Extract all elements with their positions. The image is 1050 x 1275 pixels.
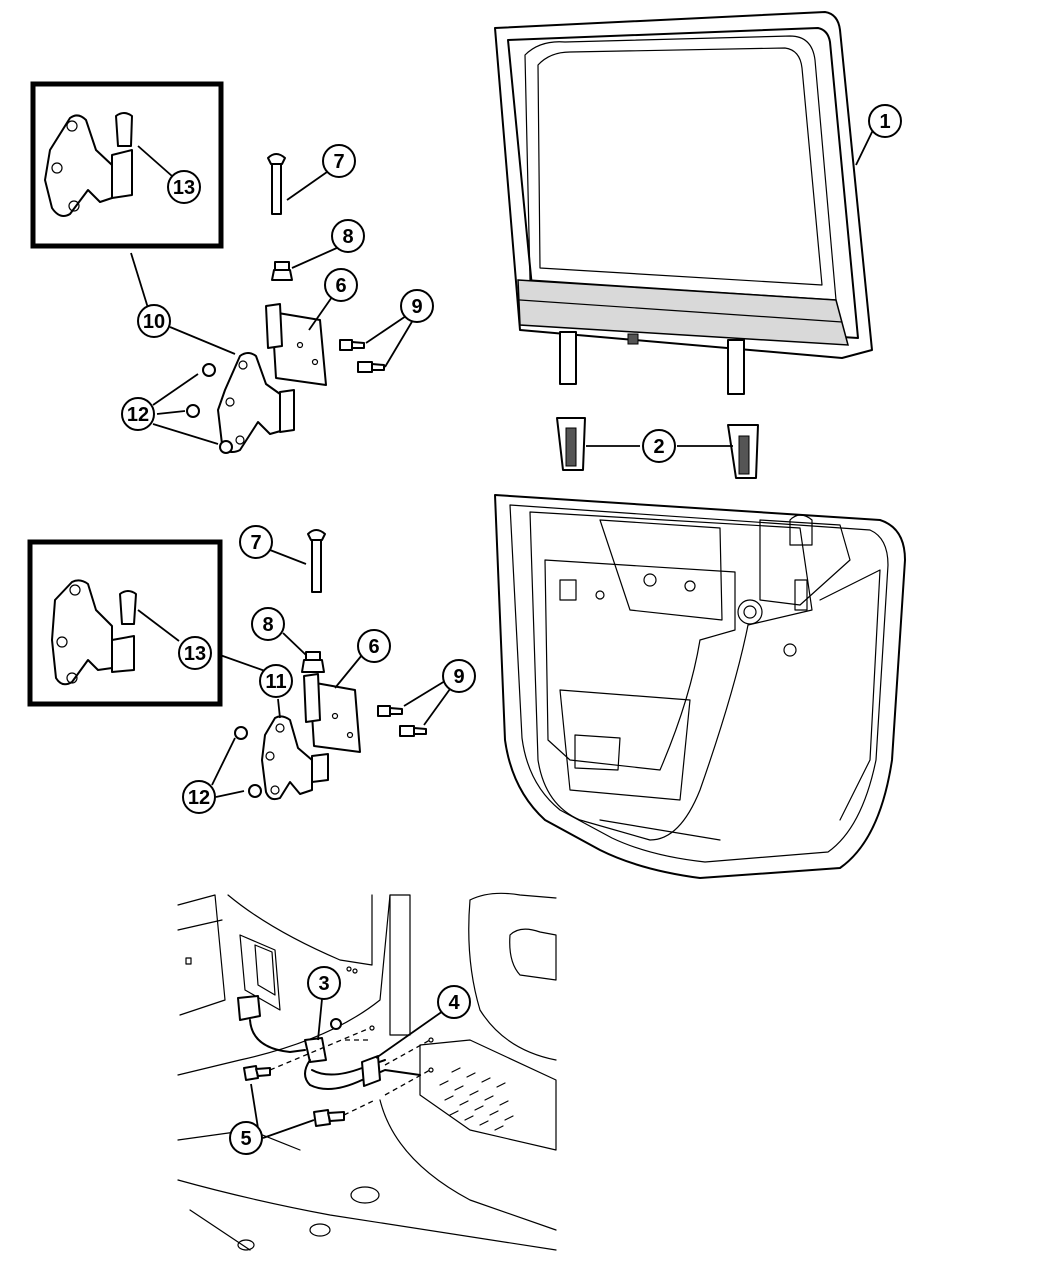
rear-door-shell: [494, 494, 906, 879]
leader-lines: [130, 129, 874, 1139]
callout-12-lower-label: 12: [188, 787, 210, 809]
callout-5-label: 5: [240, 1128, 251, 1150]
callout-7-upper: 7: [322, 144, 356, 178]
upper-hinge-inset-box: [30, 81, 224, 249]
callout-4-label: 4: [448, 992, 460, 1014]
callout-3-label: 3: [318, 973, 329, 995]
callout-2-label: 2: [653, 436, 664, 458]
upper-body-bolts: [186, 363, 233, 454]
callout-11: 11: [259, 664, 293, 698]
guide-sleeves: [556, 417, 759, 479]
lower-door-bracket: [303, 673, 361, 753]
lower-bracket-bolts: [377, 705, 427, 737]
callout-5: 5: [229, 1121, 263, 1155]
callout-6-upper: 6: [324, 268, 358, 302]
diamond-plate-pattern: [439, 1067, 514, 1131]
callout-13-lower: 13: [178, 636, 212, 670]
callout-7-lower: 7: [239, 525, 273, 559]
callout-12-upper-label: 12: [127, 404, 149, 426]
upper-door-bracket: [265, 303, 327, 386]
callout-2: 2: [642, 429, 676, 463]
callout-12-upper: 12: [121, 397, 155, 431]
callout-9-lower: 9: [442, 659, 476, 693]
lower-nut: [301, 651, 325, 673]
callout-13-upper-label: 13: [173, 177, 195, 199]
callout-7-upper-label: 7: [333, 151, 344, 173]
callout-6-lower-label: 6: [368, 636, 379, 658]
window-frame-assembly: [494, 11, 873, 395]
callout-8-upper-label: 8: [342, 226, 353, 248]
upper-inset-hinge: [44, 112, 133, 217]
upper-nut: [271, 261, 293, 281]
callout-4: 4: [437, 985, 471, 1019]
lower-body-bolts: [234, 726, 262, 798]
upper-bracket-bolts: [339, 339, 385, 373]
lower-inset-hinge: [51, 579, 137, 686]
callout-7-lower-label: 7: [250, 532, 261, 554]
callout-9-upper: 9: [400, 289, 434, 323]
lower-hinge-inset-box: [27, 539, 223, 707]
callout-1: 1: [868, 104, 902, 138]
check-strap-detail-view: [177, 892, 557, 1251]
callout-3: 3: [307, 966, 341, 1000]
callout-6-lower: 6: [357, 629, 391, 663]
callout-8-lower: 8: [251, 607, 285, 641]
lower-body-hinge: [261, 715, 329, 801]
callout-9-lower-label: 9: [453, 666, 464, 688]
callout-9-upper-label: 9: [411, 296, 422, 318]
callout-8-lower-label: 8: [262, 614, 273, 636]
upper-hinge-pin: [267, 153, 286, 215]
callout-10-label: 10: [143, 311, 165, 333]
callout-12-lower: 12: [182, 780, 216, 814]
lower-hinge-pin: [307, 529, 326, 593]
callout-11-label: 11: [265, 671, 286, 693]
callout-8-upper: 8: [331, 219, 365, 253]
callout-6-upper-label: 6: [335, 275, 346, 297]
callout-1-label: 1: [879, 111, 890, 133]
callout-13-upper: 13: [167, 170, 201, 204]
callout-10: 10: [137, 304, 171, 338]
callout-13-lower-label: 13: [184, 643, 206, 665]
